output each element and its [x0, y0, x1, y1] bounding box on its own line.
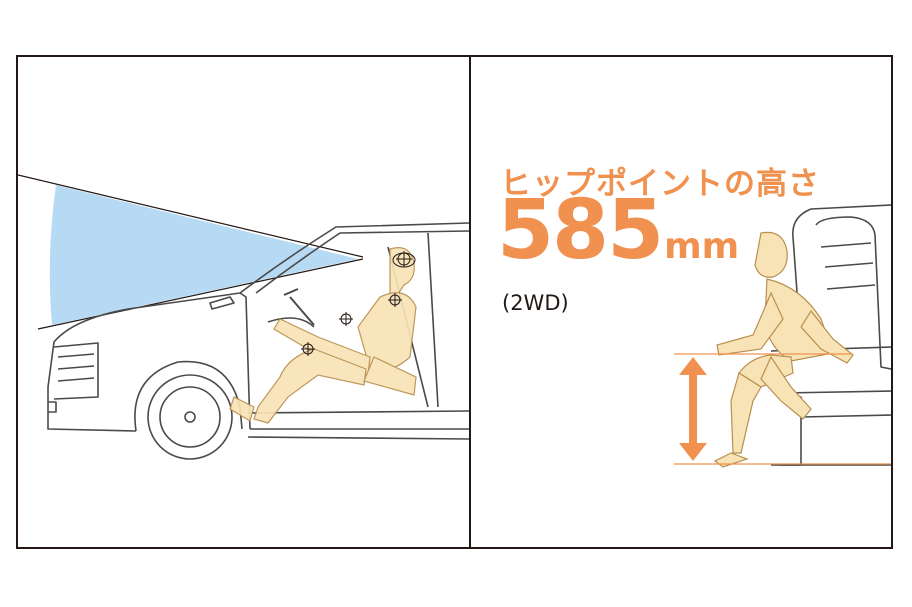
seated-mannequin [713, 231, 854, 468]
panel-divider [469, 55, 471, 549]
car-view-panel [18, 57, 469, 547]
car-body [47, 222, 469, 460]
eye-point [392, 252, 416, 268]
hip-point-heading: ヒップポイントの高さ [500, 166, 820, 202]
hip-point-measurement: 585mm [497, 190, 739, 272]
seat-illustration [674, 204, 891, 468]
sight-line-upper [18, 174, 364, 258]
driver-mannequin [229, 247, 417, 424]
steering-wheel [283, 288, 315, 326]
sight-line-lower [37, 258, 364, 330]
height-dimension-arrow-up [679, 357, 707, 375]
joint-markers [301, 251, 412, 356]
measurement-unit: mm [664, 226, 740, 267]
height-dimension [674, 353, 891, 465]
view-field-wedge [49, 185, 358, 325]
height-dimension-arrow-down [679, 443, 707, 461]
figure-frame [16, 55, 893, 549]
hip-point-panel: ヒップポイントの高さ 585mm (2WD) [471, 57, 891, 547]
measurement-value: 585 [497, 183, 664, 278]
car-side-illustration [18, 174, 469, 460]
drivetrain-note: (2WD) [502, 291, 569, 315]
